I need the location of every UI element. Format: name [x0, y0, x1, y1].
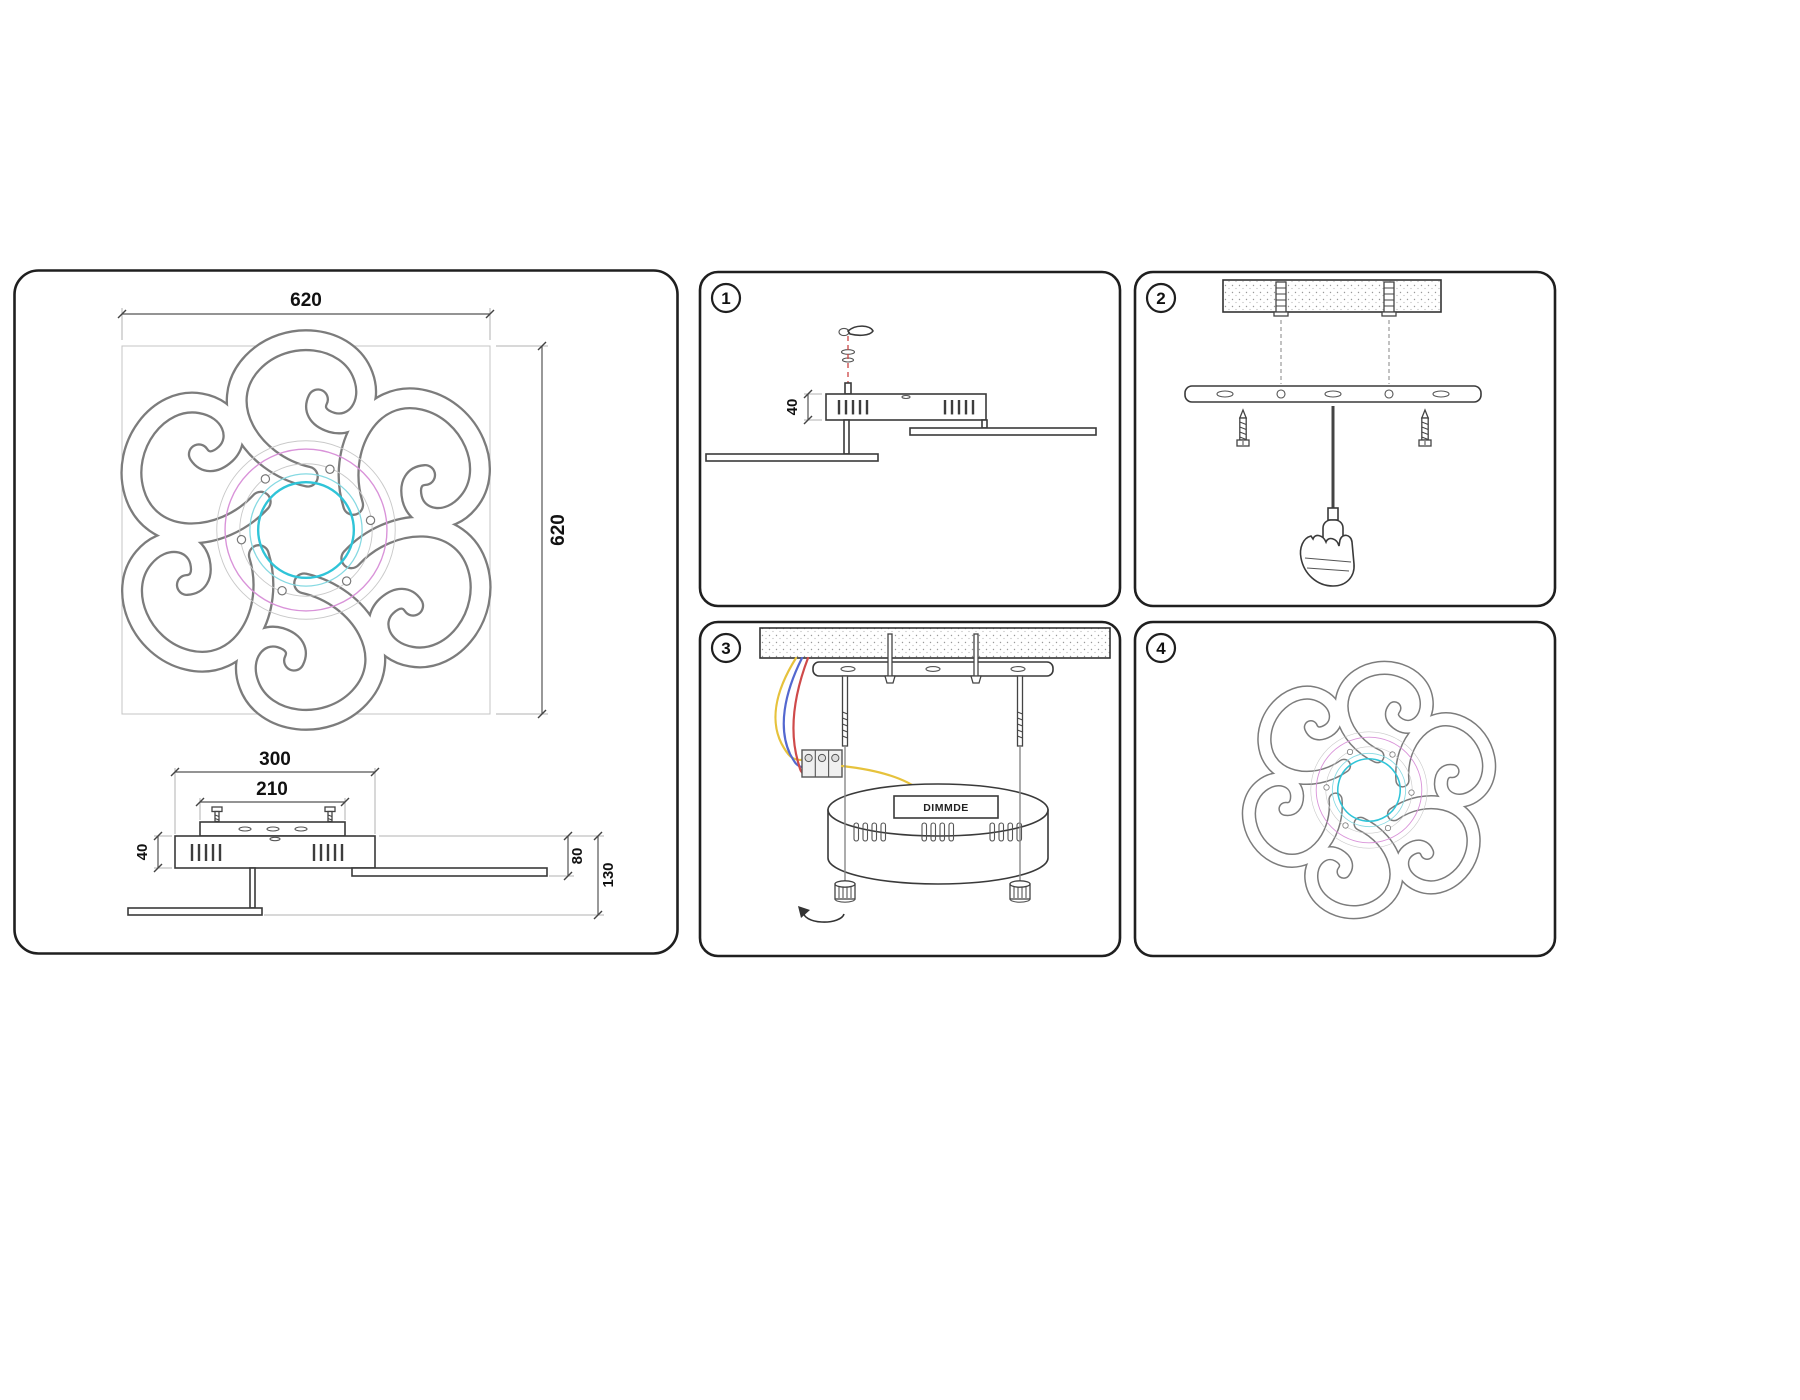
- hanging-stud: [841, 675, 849, 747]
- dim-height-label: 620: [548, 514, 569, 546]
- step-number-badge: [710, 282, 742, 314]
- dimension-300: 300: [170, 749, 380, 834]
- arm-plate-left: [705, 453, 879, 462]
- step-1-drawing: 40: [705, 325, 1097, 462]
- pin: [844, 382, 852, 395]
- stem: [843, 419, 850, 455]
- knurled-nut: [1009, 880, 1031, 903]
- dim-80-label: 80: [569, 848, 586, 865]
- ceiling-screw: [884, 633, 896, 684]
- panel-border: [1133, 620, 1557, 958]
- led-driver: DIMMDE: [893, 795, 999, 819]
- dimension-80: 80: [379, 831, 604, 881]
- dimension-130: 130: [264, 831, 617, 920]
- wall-plug: [1273, 281, 1289, 317]
- wall-plug: [1381, 281, 1397, 317]
- step-number: 1: [721, 289, 730, 308]
- arm-plate-right: [909, 427, 1097, 436]
- dim-40-label: 40: [134, 844, 151, 861]
- step-number-badge: [1145, 282, 1177, 314]
- arm-plate-right: [351, 867, 548, 877]
- mounting-bar: [812, 661, 1054, 677]
- ceiling: [1222, 279, 1442, 313]
- step-3-drawing: DIMMDE: [759, 627, 1111, 923]
- dim-300-label: 300: [259, 749, 291, 770]
- dim-210-label: 210: [256, 779, 288, 800]
- stem: [249, 867, 256, 909]
- center-hole: [901, 394, 911, 400]
- arm-plate-left: [127, 907, 263, 916]
- step-number-badge: [710, 632, 742, 664]
- step-2-panel: 2: [1133, 270, 1557, 608]
- mounting-bracket: [199, 821, 346, 837]
- canopy-body: [825, 393, 987, 421]
- panel-border: [698, 270, 1122, 608]
- step-number: 3: [721, 639, 730, 658]
- fixture-top-view: 620 620: [107, 290, 569, 720]
- driver-label: DIMMDE: [923, 802, 969, 814]
- wire-red: [792, 656, 810, 776]
- hanging-stud: [1016, 675, 1024, 747]
- toggle-clip-icon: [838, 325, 874, 337]
- knurled-nut: [834, 880, 856, 903]
- dimension-40: 40: [784, 389, 822, 425]
- dimension-210: 210: [195, 779, 350, 820]
- step-number: 4: [1156, 639, 1166, 658]
- dimension-40: 40: [134, 831, 172, 873]
- step-1-panel: 1 40: [698, 270, 1122, 608]
- hand-outline: [1299, 534, 1355, 587]
- step-number: 2: [1156, 289, 1165, 308]
- step-2-drawing: [1184, 279, 1482, 587]
- panel-border: [1133, 270, 1557, 608]
- center-hole: [269, 836, 281, 842]
- step-3-panel: 3: [698, 620, 1122, 958]
- panel-dimensions: 620 620 300: [13, 269, 679, 955]
- ceiling: [759, 627, 1111, 659]
- terminal-block: [801, 749, 843, 778]
- fixture-side-view: 300 210: [127, 749, 617, 920]
- dimension-height-620: 620: [496, 341, 569, 719]
- arm-riser: [981, 419, 988, 429]
- dim-width-label: 620: [290, 290, 322, 311]
- mounting-bar: [1184, 385, 1482, 403]
- step-number-badge: [1145, 632, 1177, 664]
- wire-yellow: [774, 656, 804, 762]
- dimension-width-620: 620: [117, 290, 495, 340]
- dim-130-label: 130: [600, 862, 617, 887]
- dim-40-label: 40: [784, 399, 801, 416]
- rotate-arrow: [798, 906, 845, 923]
- wire-blue: [782, 656, 804, 769]
- ceiling-screw: [970, 633, 982, 684]
- step-4-panel: 4: [1133, 620, 1557, 958]
- canopy-body: [174, 835, 376, 869]
